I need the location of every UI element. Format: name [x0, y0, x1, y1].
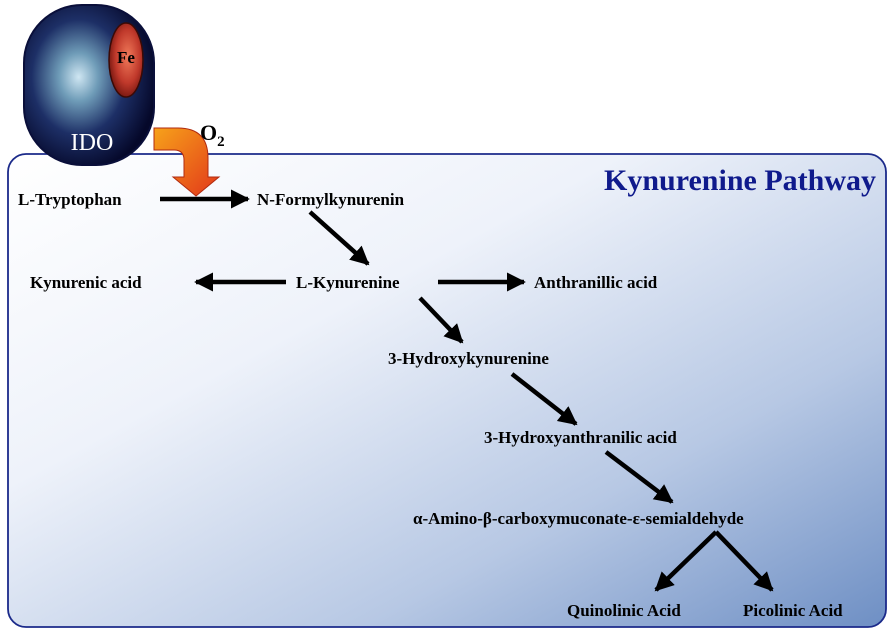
- arrow-kynurenine-to-hydroxykynurenine: [418, 296, 464, 344]
- oxygen-label: O2: [200, 120, 225, 150]
- node-l-kynurenine: L-Kynurenine: [296, 273, 400, 292]
- arrow-hydroxyanthranilic-to-acms: [604, 450, 674, 504]
- reaction-arrows: [160, 189, 774, 592]
- fe-label: Fe: [117, 48, 135, 67]
- ido-label: IDO: [71, 130, 114, 156]
- pathway-panel: [7, 153, 887, 628]
- node-l-tryptophan: L-Tryptophan: [18, 190, 122, 209]
- pathway-title: Kynurenine Pathway: [604, 164, 876, 197]
- node-3-hydroxykynurenine: 3-Hydroxykynurenine: [388, 349, 549, 368]
- arrow-acms-to-picolinic-acid: [714, 530, 774, 592]
- node-quinolinic-acid: Quinolinic Acid: [567, 601, 681, 620]
- arrow-hydroxykynurenine-to-hydroxyanthranilic-acid: [510, 372, 578, 426]
- oxygen-arrow: [153, 127, 221, 197]
- arrow-formylkynurenin-to-kynurenine: [308, 210, 370, 266]
- node-anthranillic-acid: Anthranillic acid: [534, 273, 658, 292]
- heme-iron-icon: [108, 22, 144, 98]
- node-picolinic-acid: Picolinic Acid: [743, 601, 843, 620]
- node-kynurenic-acid: Kynurenic acid: [30, 273, 142, 292]
- node-n-formylkynurenin: N-Formylkynurenin: [257, 190, 405, 209]
- node-acms: α-Amino-β-carboxymuconate-ε-semialdehyde: [413, 509, 744, 528]
- arrow-acms-to-quinolinic-acid: [654, 530, 718, 592]
- ido-enzyme: Fe IDO: [23, 4, 155, 166]
- node-3-hydroxyanthranilic-acid: 3-Hydroxyanthranilic acid: [484, 428, 677, 447]
